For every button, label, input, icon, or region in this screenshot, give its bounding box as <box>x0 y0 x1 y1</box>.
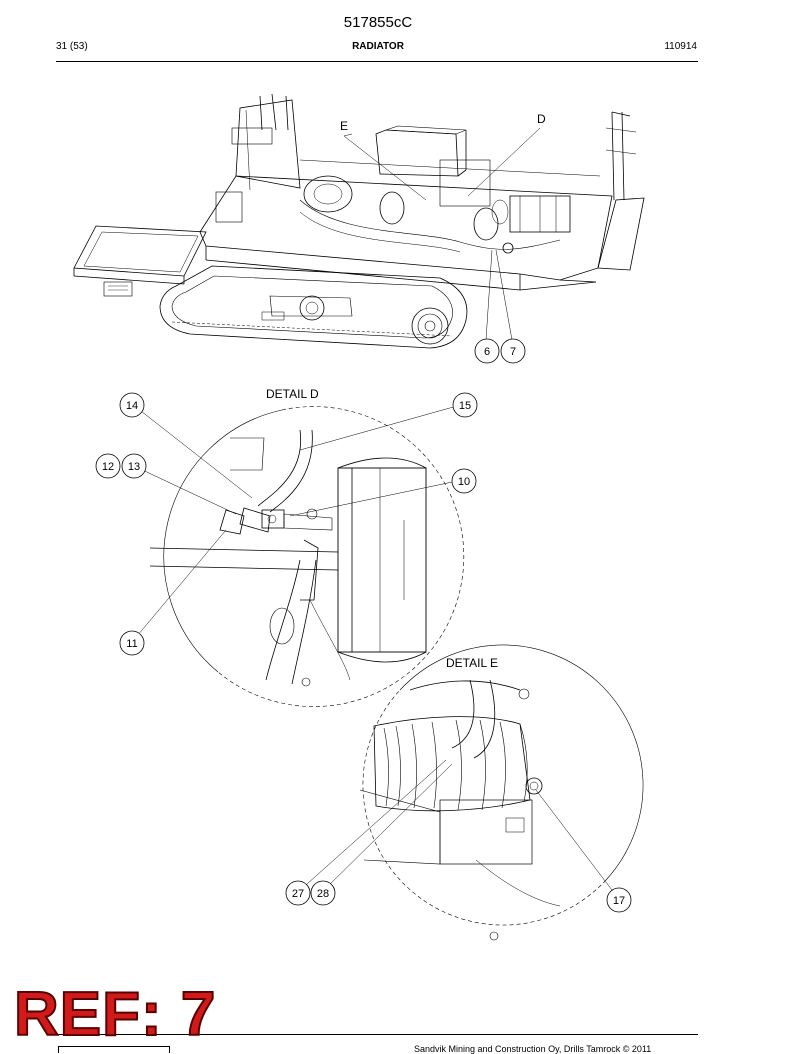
detail-d-illustration <box>131 403 465 707</box>
callout-6-circle <box>474 338 500 364</box>
callout-28: 28 <box>317 888 329 900</box>
callouts <box>95 338 632 913</box>
callout-17: 17 <box>613 895 625 907</box>
callout-12: 12 <box>102 461 114 473</box>
document-id: 517855cC <box>343 14 413 31</box>
callout-12-circle <box>95 453 121 479</box>
callout-15: 15 <box>459 400 471 412</box>
callout-6: 6 <box>484 346 490 358</box>
machine-overview-illustration <box>73 93 645 349</box>
detail-e-illustration <box>297 644 644 941</box>
section-title: RADIATOR <box>352 41 404 52</box>
callout-28-circle <box>310 880 336 906</box>
callout-14-circle <box>119 392 145 418</box>
revision-date: 110914 <box>664 41 697 52</box>
callout-10-circle <box>451 468 477 494</box>
company-logo <box>58 1046 170 1053</box>
footer-rule <box>56 1034 698 1035</box>
callout-11: 11 <box>126 638 137 650</box>
detail-e-label: DETAIL E <box>446 656 498 670</box>
ref-stamp: REF: 7 <box>13 980 217 1049</box>
ref-label-d: D <box>537 112 546 126</box>
callout-11-circle <box>119 630 145 656</box>
callout-27-circle <box>285 880 311 906</box>
callout-27: 27 <box>292 888 304 900</box>
callout-7-circle <box>500 338 526 364</box>
callout-15-circle <box>452 392 478 418</box>
page-number: 31 (53) <box>56 41 88 52</box>
callout-13: 13 <box>128 461 140 473</box>
detail-d-label: DETAIL D <box>266 387 319 401</box>
callout-7: 7 <box>510 346 516 358</box>
ref-label-e: E <box>340 119 348 133</box>
header-rule <box>56 61 698 62</box>
callout-10: 10 <box>458 476 470 488</box>
footer-copyright: Sandvik Mining and Construction Oy, Dril… <box>414 1044 652 1054</box>
callout-14: 14 <box>126 400 138 412</box>
callout-13-circle <box>121 453 147 479</box>
callout-17-circle <box>606 887 632 913</box>
